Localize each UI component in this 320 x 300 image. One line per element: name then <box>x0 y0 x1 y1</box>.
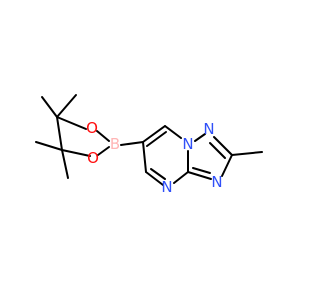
bond-n3-c8a <box>187 171 212 180</box>
bond-o1-b <box>96 130 110 142</box>
bond-methyl-2 <box>56 94 77 118</box>
bond-c6-c5-double <box>146 131 167 147</box>
bond-methyl-1 <box>41 96 58 118</box>
structure-svg: O O B N N N N <box>35 94 263 196</box>
bond-c7-n-bottom-double <box>150 168 166 180</box>
atom-boron: B <box>110 135 120 153</box>
molecule-diagram: O O B N N N N <box>35 94 263 196</box>
bond-n1-n2 <box>194 133 206 142</box>
bond-n-bottom-c8a <box>173 171 189 184</box>
bond-o2-b <box>97 146 110 156</box>
bond-c-o2 <box>61 149 91 157</box>
atom-nitrogen-triazole-bottom: N <box>211 173 222 191</box>
bond-c6-c5 <box>142 125 166 143</box>
atom-nitrogen-pyrimidine: N <box>161 178 172 196</box>
bond-n3-c8a-double <box>192 167 211 174</box>
triazole-bonds <box>187 133 263 180</box>
bond-methyl-4 <box>61 149 69 179</box>
bond-c2-n3 <box>221 154 233 177</box>
bond-methyl-3 <box>35 141 63 151</box>
bond-b-c6 <box>120 141 144 146</box>
bond-c-o1 <box>56 116 87 130</box>
bond-c-c-ring <box>56 116 63 151</box>
atom-nitrogen-bridge: N <box>182 135 193 153</box>
bond-n2-c2 <box>213 136 233 156</box>
bond-c6-c7 <box>142 141 147 173</box>
pyrimidine-bonds <box>142 125 189 186</box>
bond-n2-c2-double <box>209 142 226 159</box>
atom-nitrogen-triazole-top: N <box>203 120 214 138</box>
bond-c2-methyl <box>231 151 263 156</box>
atom-oxygen-top: O <box>86 119 98 137</box>
atom-oxygen-bottom: O <box>87 149 99 167</box>
pinacol-bonds <box>35 94 110 179</box>
bond-c5-n1 <box>164 125 182 139</box>
bond-c7-n-bottom <box>145 171 164 186</box>
